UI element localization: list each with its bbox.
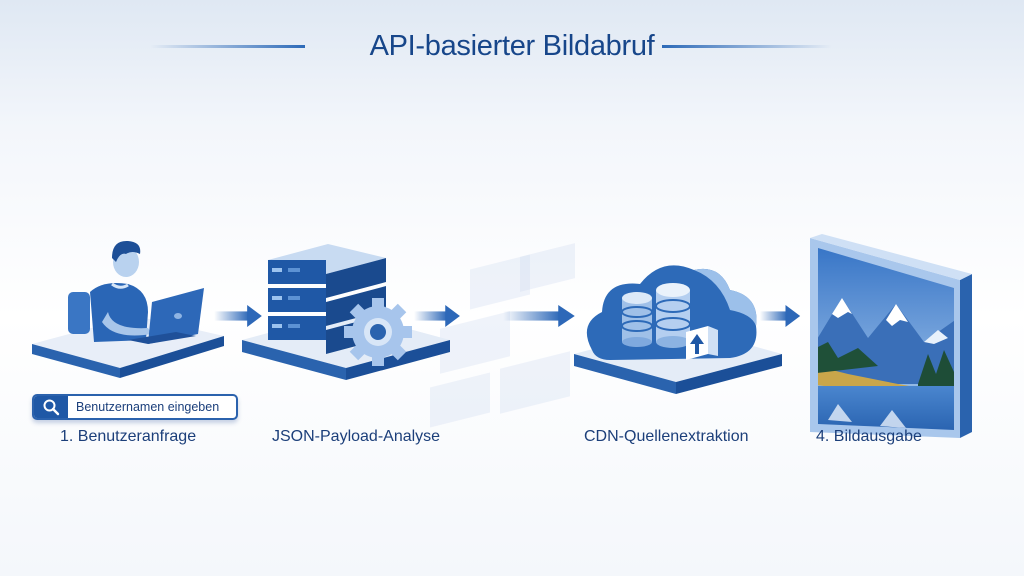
- page-title: API-basierter Bildabruf: [369, 30, 655, 62]
- step-4-label: 4. Bildausgabe: [816, 428, 922, 445]
- arrow-right-icon: [759, 305, 801, 327]
- cloud-database-icon: [574, 265, 782, 394]
- step-1-label: 1. Benutzeranfrage: [60, 428, 197, 445]
- step-2-label: JSON-Payload-Analyse: [272, 428, 441, 445]
- user-laptop-icon: [32, 240, 224, 378]
- arrow-right-icon: [414, 305, 460, 327]
- title-divider-right: [662, 45, 832, 48]
- server-gear-icon: [242, 244, 450, 380]
- floor-tile: [500, 351, 570, 414]
- search-icon[interactable]: [34, 396, 68, 418]
- title-divider-left: [150, 45, 305, 48]
- floor-tile: [520, 243, 575, 292]
- arrow-right-icon: [503, 305, 575, 327]
- landscape-image-icon: [810, 234, 972, 438]
- title-bar: API-basierter Bildabruf: [0, 24, 1024, 68]
- step-3-label: CDN-Quellenextraktion: [584, 428, 749, 445]
- arrow-right-icon: [214, 305, 262, 327]
- search-input[interactable]: Benutzernamen eingeben: [32, 394, 238, 420]
- search-placeholder: Benutzernamen eingeben: [76, 400, 220, 414]
